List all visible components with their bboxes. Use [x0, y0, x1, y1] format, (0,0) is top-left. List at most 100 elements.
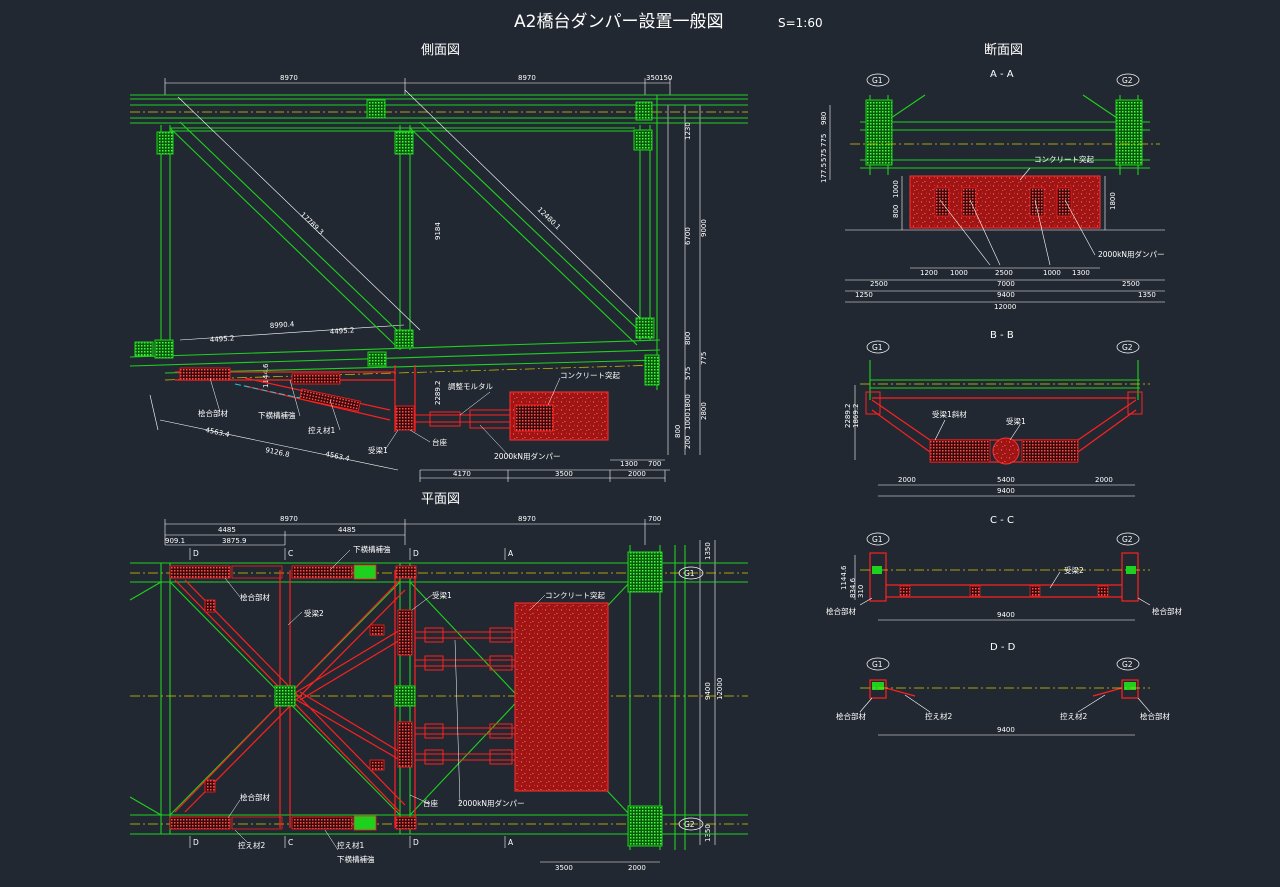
plan-gusset: [627, 551, 663, 593]
plan-gusset: [394, 685, 416, 707]
side-lower-lateral-plate: [179, 367, 231, 381]
side-dim-2000: 2000: [628, 470, 646, 478]
plan-plate: [291, 816, 353, 830]
section-bb-title: B - B: [990, 330, 1014, 341]
bb-dim-2000b: 2000: [1095, 476, 1113, 484]
plan-label-beam1: 受梁1: [432, 590, 452, 600]
plan-label-lower-lateral-bot: 下横構補強: [337, 854, 375, 864]
side-cyan-line: [234, 383, 301, 399]
aa-dim-1000a: 1000: [950, 269, 968, 277]
cc-dim-1144: 1144.6: [840, 565, 848, 590]
aa-g1-label: G1: [872, 76, 883, 85]
gusset-plate: [366, 99, 386, 119]
bb-dim-5400: 5400: [997, 476, 1015, 484]
side-dim-4495b: 4495.2: [330, 326, 355, 336]
gusset-plate: [156, 131, 174, 155]
bb-g2-label: G2: [1122, 343, 1133, 352]
dd-label-connection-r: 桧合部材: [1140, 711, 1170, 721]
plan-g1-label: G1: [684, 569, 695, 578]
plan-plate: [169, 816, 231, 830]
cc-girder-tag-g1: G1: [866, 532, 890, 546]
dd-girder-tag-g1: G1: [866, 657, 890, 671]
dd-members: [869, 679, 1139, 699]
side-dim-9126: 9126.8: [265, 446, 291, 459]
side-pedestal-plate: [395, 405, 415, 431]
plan-dim-909: 909.1: [165, 537, 185, 545]
dd-label-strut2-l: 控え材2: [925, 711, 952, 721]
gusset-plate: [367, 351, 387, 367]
bb-structure: [869, 360, 1140, 400]
aa-label-concrete: コンクリート突起: [1034, 154, 1094, 164]
bb-plate-r: [1021, 439, 1079, 463]
cc-g1-label: G1: [872, 535, 883, 544]
side-dim-1144: 1144.6: [262, 363, 270, 388]
plan-dim-2000: 2000: [628, 864, 646, 872]
aa-dim-1000: 1000: [892, 180, 900, 198]
plan-label-lower-lateral-top: 下横構補強: [353, 544, 391, 554]
section-view-title: 断面図: [984, 43, 1023, 58]
plan-plate: [395, 816, 417, 830]
side-diagonal-dims: [177, 89, 643, 331]
dd-g2-label: G2: [1122, 660, 1133, 669]
plan-plate: [231, 565, 283, 579]
side-dim-vert-9000: 9000: [700, 219, 708, 237]
side-dim-vert-6700: 6700: [684, 227, 692, 245]
drawing-title: A2橋台ダンパー設置一般図: [514, 12, 723, 32]
aa-dim-1200: 1200: [920, 269, 938, 277]
aa-dim-800: 800: [892, 205, 900, 218]
plan-gussets: [274, 551, 663, 847]
aa-dim-177: 177.5: [820, 163, 828, 183]
plan-view-title: 平面図: [421, 492, 460, 507]
side-label-concrete: コンクリート突起: [560, 370, 620, 380]
aa-dim-1000b: 1000: [1043, 269, 1061, 277]
plan-label-strut2: 控え材2: [238, 840, 265, 850]
aa-dim-12000: 12000: [994, 303, 1016, 311]
plan-dampers: [415, 627, 515, 765]
marker-d2-bot: D: [413, 838, 419, 847]
plan-label-damper: 2000kN用ダンパー: [458, 798, 525, 808]
section-dd: D - D G1 G2: [836, 642, 1170, 736]
side-dim-vert-1800: 1800: [684, 394, 692, 412]
plan-plate: [369, 624, 385, 636]
side-label-lower-lateral: 下横構補強: [258, 410, 296, 420]
bb-dim-9400: 9400: [997, 487, 1015, 495]
side-dim-8990: 8990.4: [270, 320, 296, 330]
plan-g2-label: G2: [684, 820, 695, 829]
marker-a-bot: A: [508, 838, 514, 847]
side-view-title: 側面図: [421, 43, 460, 58]
side-dim-vert-775: 775: [700, 352, 708, 365]
plan-top-dims: [164, 519, 716, 863]
side-dim-700: 700: [648, 460, 661, 468]
side-dim-800b: 800: [674, 425, 682, 438]
plan-label-strut1: 控え材1: [337, 840, 364, 850]
marker-a-top: A: [508, 549, 514, 558]
cc-label-beam2: 受梁2: [1064, 565, 1084, 575]
plan-dim-1350a: 1350: [704, 542, 712, 560]
side-dim-top-1: 8970: [280, 74, 298, 82]
side-gussets: [134, 99, 660, 386]
plan-dim-700: 700: [648, 515, 661, 523]
aa-dim-9400: 9400: [997, 291, 1015, 299]
plan-leaders: [224, 549, 546, 851]
aa-girder-tag-g2: G2: [1116, 73, 1140, 87]
gusset-plate: [134, 341, 154, 357]
cc-end-green-l: [872, 566, 882, 574]
side-dim-vert-1230: 1230: [684, 122, 692, 140]
side-leaders: [209, 377, 561, 458]
cc-dim-310: 310: [857, 585, 865, 598]
plan-dim-9400: 9400: [704, 682, 712, 700]
side-label-damper: 2000kN用ダンパー: [494, 451, 561, 461]
dd-label-strut2-r: 控え材2: [1060, 711, 1087, 721]
plan-dim-4485b: 4485: [338, 526, 356, 534]
bb-pipe: [992, 437, 1020, 465]
dd-girder-tag-g2: G2: [1116, 657, 1140, 671]
aa-dim-1800: 1800: [1109, 192, 1117, 210]
aa-dim-2500a: 2500: [870, 280, 888, 288]
aa-dims: [829, 105, 1165, 303]
plan-label-concrete: コンクリート突起: [545, 590, 605, 600]
aa-gusset-right: [1115, 99, 1143, 166]
section-view: 断面図 A - A G1 G2: [820, 43, 1182, 736]
bb-plate-l: [929, 439, 991, 463]
side-dim-top-3: 350: [646, 74, 659, 82]
gusset-plate: [154, 339, 174, 359]
